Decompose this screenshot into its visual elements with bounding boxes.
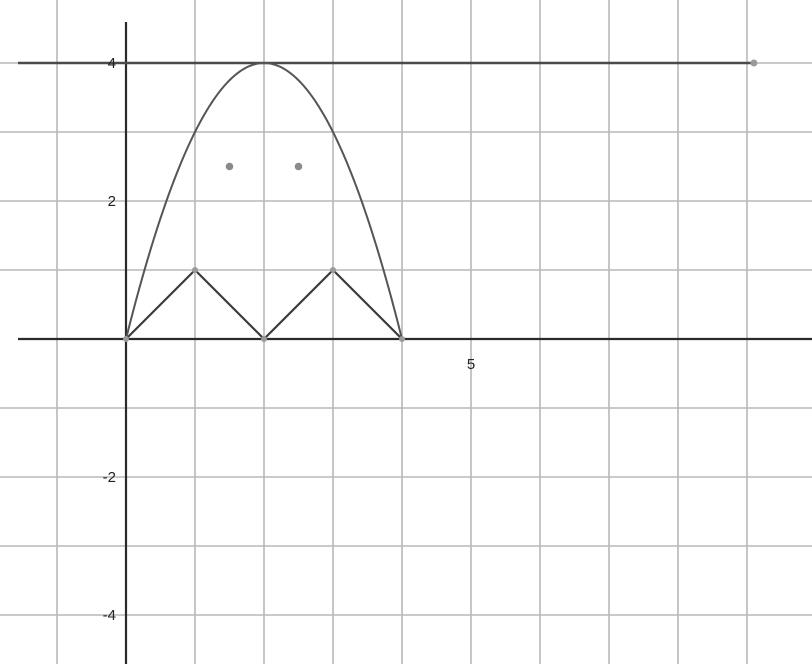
zigzag-vertex	[261, 336, 267, 342]
line-end-point	[750, 59, 758, 67]
parabola-curve	[125, 61, 403, 340]
y-tick-label: 2	[108, 193, 116, 210]
zigzag-vertex	[399, 336, 405, 342]
plot-area	[18, 59, 758, 342]
point	[225, 162, 234, 171]
y-tick-label: -2	[103, 469, 116, 486]
y-tick-label: -4	[103, 607, 116, 624]
y-tick-label: 4	[108, 55, 116, 72]
zigzag-vertex	[330, 267, 336, 273]
zigzag-vertex	[123, 336, 129, 342]
point	[294, 162, 303, 171]
axes	[18, 22, 812, 664]
tick-labels: 5 4 2 -2 -4	[103, 55, 476, 624]
zigzag-vertex	[192, 267, 198, 273]
x-tick-label: 5	[467, 356, 475, 373]
